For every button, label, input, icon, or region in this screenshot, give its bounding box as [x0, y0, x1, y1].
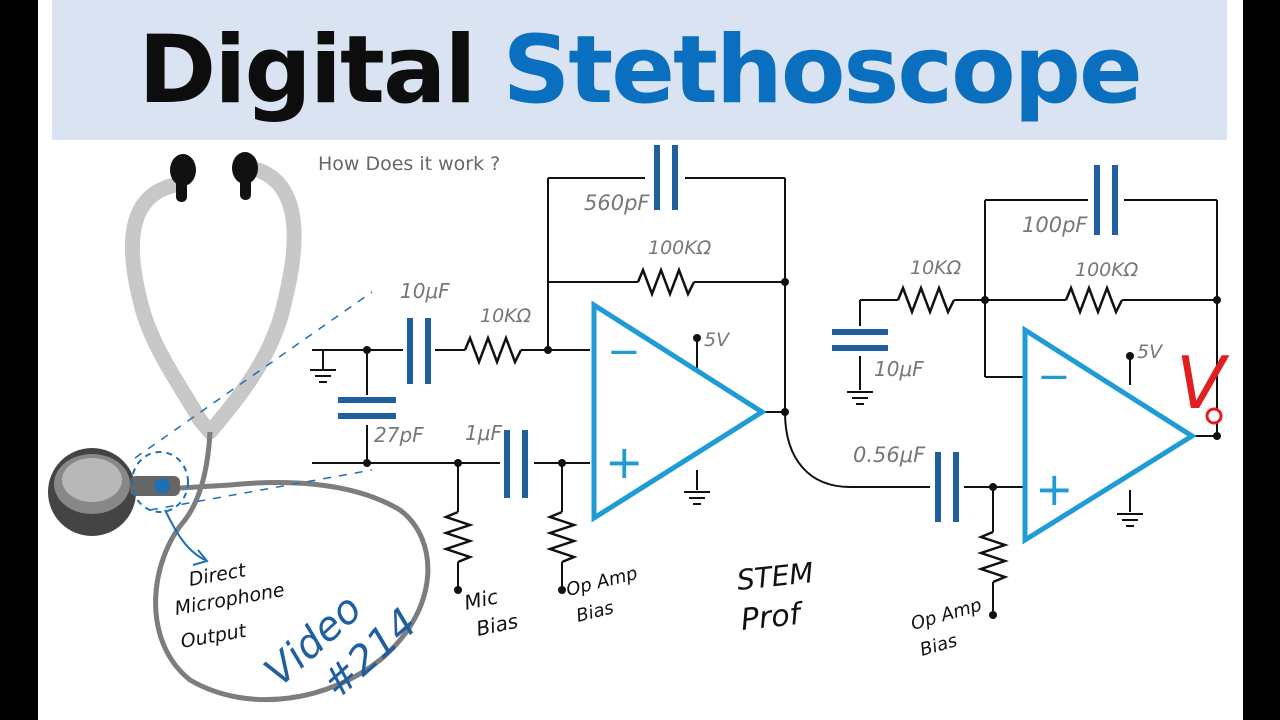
- annotations: Mic Bias Op Amp Bias Op Amp Bias STEM Pr…: [173, 556, 984, 707]
- junction-dots: [363, 278, 789, 594]
- page-title: Digital Stethoscope: [52, 0, 1227, 140]
- microphone-highlight: [131, 451, 189, 513]
- resistor-opamp-bias-2: [977, 530, 1009, 584]
- capacitor-27pf: [338, 395, 396, 425]
- capacitor-560pf: [645, 145, 685, 210]
- label-560pf: 560pF: [584, 191, 650, 215]
- capacitor-10uf: [403, 318, 435, 384]
- earbud-left-icon: [170, 154, 196, 202]
- opamp-bias-1-line1: Op Amp: [564, 563, 640, 601]
- thumbnail-canvas: Digital Stethoscope: [38, 0, 1243, 720]
- opamp-2-minus: −: [1037, 354, 1071, 400]
- title-word-stethoscope: Stethoscope: [502, 15, 1143, 125]
- mic-bias-line1: Mic: [462, 584, 500, 615]
- label-100k-2: 100KΩ: [1075, 259, 1139, 281]
- label-5v-2: 5V: [1137, 341, 1164, 363]
- opamp-bias-1-line2: Bias: [574, 597, 616, 627]
- direct-mic-line3: Output: [179, 620, 249, 653]
- label-5v-1: 5V: [704, 329, 731, 351]
- resistor-10k-1: [463, 334, 523, 366]
- title-banner: [52, 0, 1227, 140]
- capacitor-0-56uf: [930, 452, 964, 522]
- label-27pf: 27pF: [374, 423, 424, 447]
- stethoscope-binaural-left: [124, 177, 208, 428]
- stethoscope-illustration: [48, 152, 431, 703]
- opamp-2: − +: [1022, 325, 1197, 545]
- chest-piece-icon: [48, 448, 180, 536]
- earbud-right-icon: [232, 152, 258, 200]
- stem-prof-line1: STEM: [735, 556, 815, 597]
- ground-icon: [684, 491, 710, 505]
- label-10k-1: 10KΩ: [480, 305, 532, 327]
- label-10uf-2: 10μF: [874, 357, 924, 381]
- title-word-digital: Digital: [138, 15, 476, 125]
- ground-icon: [310, 369, 336, 383]
- opamp-1: − +: [591, 300, 767, 523]
- resistor-10k-2: [896, 284, 956, 316]
- stethoscope-tube: [153, 431, 431, 703]
- label-0-56uf: 0.56μF: [853, 443, 926, 467]
- output-terminal: [1205, 407, 1223, 425]
- opamp-bias-2-line1: Op Amp: [909, 595, 985, 635]
- output-label: V: [1176, 341, 1230, 425]
- opamp-bias-2-line2: Bias: [918, 630, 960, 661]
- subtitle: How Does it work ?: [318, 153, 500, 175]
- ground-icon: [847, 391, 873, 405]
- resistor-opamp-bias-1: [546, 510, 578, 564]
- ground-icon: [1117, 513, 1143, 527]
- resistor-100k-1: [636, 266, 696, 298]
- label-10k-2: 10KΩ: [910, 257, 962, 279]
- resistor-100k-2: [1064, 284, 1124, 316]
- stem-prof-line2: Prof: [739, 596, 806, 637]
- label-1uf: 1μF: [465, 421, 502, 445]
- resistor-mic-bias: [442, 510, 474, 564]
- capacitor-1uf: [500, 430, 534, 498]
- capacitor-10uf-2: [832, 326, 888, 356]
- label-10uf: 10μF: [400, 279, 450, 303]
- opamp-1-plus: +: [605, 435, 644, 489]
- label-100pf: 100pF: [1022, 213, 1088, 237]
- stethoscope-binaural-right: [212, 162, 302, 428]
- junction-dots-stage2: [981, 296, 1221, 619]
- capacitor-100pf: [1088, 165, 1124, 235]
- mic-bias-line2: Bias: [474, 609, 520, 641]
- circuit-diagram: − +: [48, 145, 1230, 707]
- stethoscope-yoke: [194, 415, 226, 440]
- opamp-1-minus: −: [607, 329, 641, 375]
- component-labels: How Does it work ? 560pF 100KΩ 10μF 10KΩ…: [318, 153, 1230, 467]
- opamp-2-plus: +: [1035, 462, 1074, 516]
- label-100k-1: 100KΩ: [648, 237, 712, 259]
